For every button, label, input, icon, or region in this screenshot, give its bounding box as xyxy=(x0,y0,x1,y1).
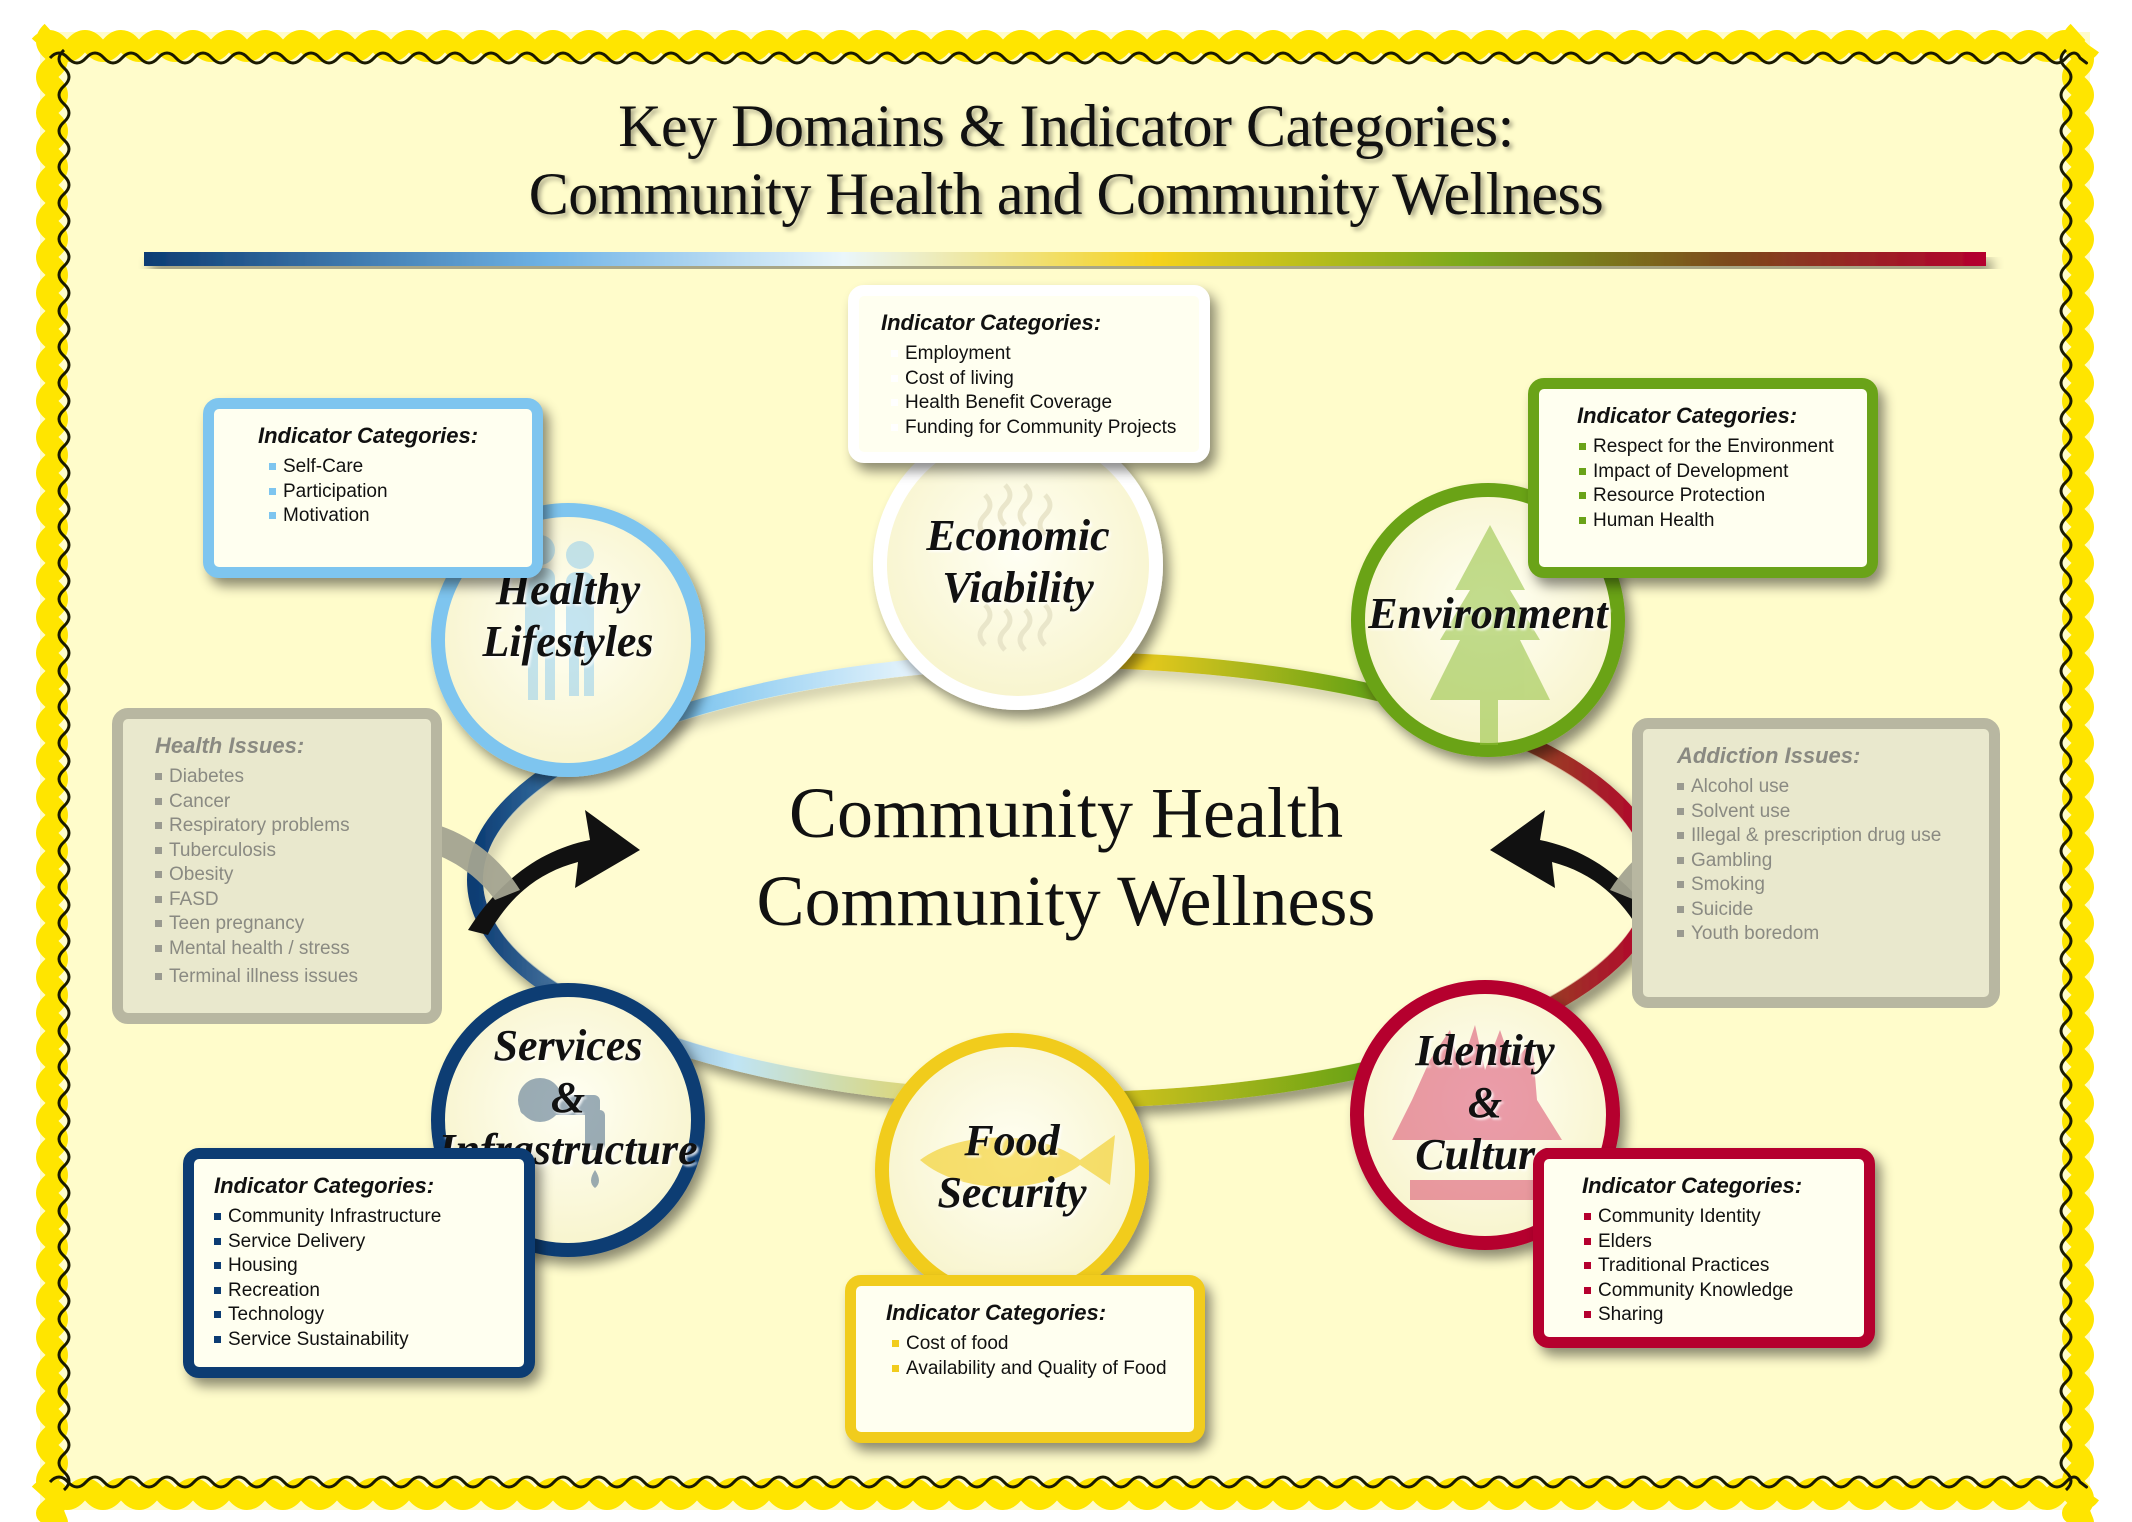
list-item: Funding for Community Projects xyxy=(891,416,1199,441)
title-line-1: Key Domains & Indicator Categories: xyxy=(618,93,1514,159)
list-item: Impact of Development xyxy=(1579,460,1867,485)
list-item: Alcohol use xyxy=(1677,775,1989,800)
list-item: Traditional Practices xyxy=(1584,1254,1864,1279)
identity-culture-indicator-heading: Indicator Categories: xyxy=(1582,1173,1803,1198)
health-issues-box: Health Issues: Diabetes Cancer Respirato… xyxy=(112,708,442,1024)
economic-viability-indicator-box: Indicator Categories: Employment Cost of… xyxy=(848,285,1210,463)
list-item: Cost of living xyxy=(891,367,1199,392)
wavy-border-right-line xyxy=(2059,48,2073,1492)
wavy-border-right xyxy=(2062,23,2094,1522)
identity-culture-indicator-box: Indicator Categories: Community Identity… xyxy=(1533,1148,1875,1348)
left-black-arrow-icon xyxy=(468,810,640,935)
list-item: Sharing xyxy=(1584,1303,1864,1328)
sun-icon xyxy=(977,483,1053,652)
list-item: Participation xyxy=(269,480,532,505)
wavy-border-left-line xyxy=(57,48,71,1492)
list-item: FASD xyxy=(155,888,431,913)
list-item: Smoking xyxy=(1677,873,1989,898)
list-item: Recreation xyxy=(214,1279,524,1304)
wavy-border-top xyxy=(31,30,2100,62)
dancers-icon xyxy=(1392,1025,1570,1200)
list-item: Service Sustainability xyxy=(214,1328,524,1353)
list-item: Respiratory problems xyxy=(155,814,431,839)
healthy-lifestyles-label-line-2: Lifestyles xyxy=(482,617,654,666)
economic-viability-label-line-2: Viability xyxy=(942,563,1094,612)
list-item: Suicide xyxy=(1677,898,1989,923)
list-item: Respect for the Environment xyxy=(1579,435,1867,460)
environment-indicator-heading: Indicator Categories: xyxy=(1577,403,1798,428)
wavy-border-left xyxy=(36,23,68,1522)
services-infrastructure-label-line-2: & xyxy=(550,1073,586,1122)
list-item: Youth boredom xyxy=(1677,922,1989,947)
food-security-label-line-2: Security xyxy=(937,1168,1087,1217)
fish-icon xyxy=(920,1135,1115,1187)
list-item: Elders xyxy=(1584,1230,1864,1255)
services-infrastructure-label: Services & Infrastructure xyxy=(418,1020,718,1176)
center-title-line-2: Community Wellness xyxy=(756,861,1376,941)
healthy-lifestyles-indicator-box: Indicator Categories: Self-Care Particip… xyxy=(203,398,543,578)
healthy-lifestyles-indicator-heading: Indicator Categories: xyxy=(258,423,479,448)
identity-culture-label-line-3: Culture xyxy=(1415,1130,1555,1179)
environment-label: Environment xyxy=(1348,588,1628,640)
list-item: Gambling xyxy=(1677,849,1989,874)
title-gradient-bar xyxy=(144,252,1986,266)
environment-indicator-box: Indicator Categories: Respect for the En… xyxy=(1528,378,1878,578)
list-item: Service Delivery xyxy=(214,1230,524,1255)
list-item: Human Health xyxy=(1579,509,1867,534)
wavy-border-top-line xyxy=(48,51,2088,65)
list-item: Illegal & prescription drug use xyxy=(1677,824,1989,849)
services-infrastructure-indicator-box: Indicator Categories: Community Infrastr… xyxy=(183,1148,535,1378)
wavy-border-bottom-line xyxy=(48,1475,2088,1489)
food-security-label: Food Security xyxy=(882,1115,1142,1219)
economic-viability-label: Economic Viability xyxy=(880,510,1156,614)
list-item: Availability and Quality of Food xyxy=(892,1357,1194,1382)
list-item: Mental health / stress xyxy=(155,937,431,962)
economic-viability-label-line-1: Economic xyxy=(926,511,1110,560)
healthy-lifestyles-label: Healthy Lifestyles xyxy=(438,564,698,668)
central-ellipse-fill xyxy=(483,668,1647,1092)
list-item: Tuberculosis xyxy=(155,839,431,864)
list-item: Resource Protection xyxy=(1579,484,1867,509)
food-security-indicator-box: Indicator Categories: Cost of food Avail… xyxy=(845,1275,1205,1443)
center-title-line-1: Community Health xyxy=(789,773,1343,853)
list-item: Health Benefit Coverage xyxy=(891,391,1199,416)
economic-viability-indicator-heading: Indicator Categories: xyxy=(881,310,1102,335)
list-item: Diabetes xyxy=(155,765,431,790)
tree-icon xyxy=(1430,525,1550,745)
list-item: Community Infrastructure xyxy=(214,1205,524,1230)
list-item: Community Knowledge xyxy=(1584,1279,1864,1304)
list-item: Cancer xyxy=(155,790,431,815)
food-security-indicator-heading: Indicator Categories: xyxy=(886,1300,1107,1325)
identity-culture-label: Identity & Culture xyxy=(1355,1025,1615,1181)
identity-culture-label-line-1: Identity xyxy=(1415,1026,1555,1075)
list-item: Teen pregnancy xyxy=(155,912,431,937)
list-item: Solvent use xyxy=(1677,800,1989,825)
list-item: Motivation xyxy=(269,504,532,529)
wavy-border-bottom xyxy=(31,1478,2100,1510)
faucet-icon xyxy=(518,1078,605,1188)
list-item: Community Identity xyxy=(1584,1205,1864,1230)
list-item: Employment xyxy=(891,342,1199,367)
services-infrastructure-indicator-heading: Indicator Categories: xyxy=(214,1173,435,1198)
services-infrastructure-label-line-1: Services xyxy=(493,1021,643,1070)
identity-culture-label-line-2: & xyxy=(1467,1078,1503,1127)
addiction-issues-box: Addiction Issues: Alcohol use Solvent us… xyxy=(1632,718,2000,1008)
environment-label-line-1: Environment xyxy=(1368,589,1608,638)
list-item: Self-Care xyxy=(269,455,532,480)
food-security-label-line-1: Food xyxy=(964,1116,1060,1165)
addiction-issues-heading: Addiction Issues: xyxy=(1677,743,1861,768)
right-black-arrow-icon xyxy=(1490,810,1662,935)
list-item: Cost of food xyxy=(892,1332,1194,1357)
list-item: Technology xyxy=(214,1303,524,1328)
list-item: Housing xyxy=(214,1254,524,1279)
list-item: Terminal illness issues xyxy=(155,965,431,990)
list-item: Obesity xyxy=(155,863,431,888)
health-issues-heading: Health Issues: xyxy=(155,733,305,758)
title-line-2: Community Health and Community Wellness xyxy=(528,161,1604,227)
